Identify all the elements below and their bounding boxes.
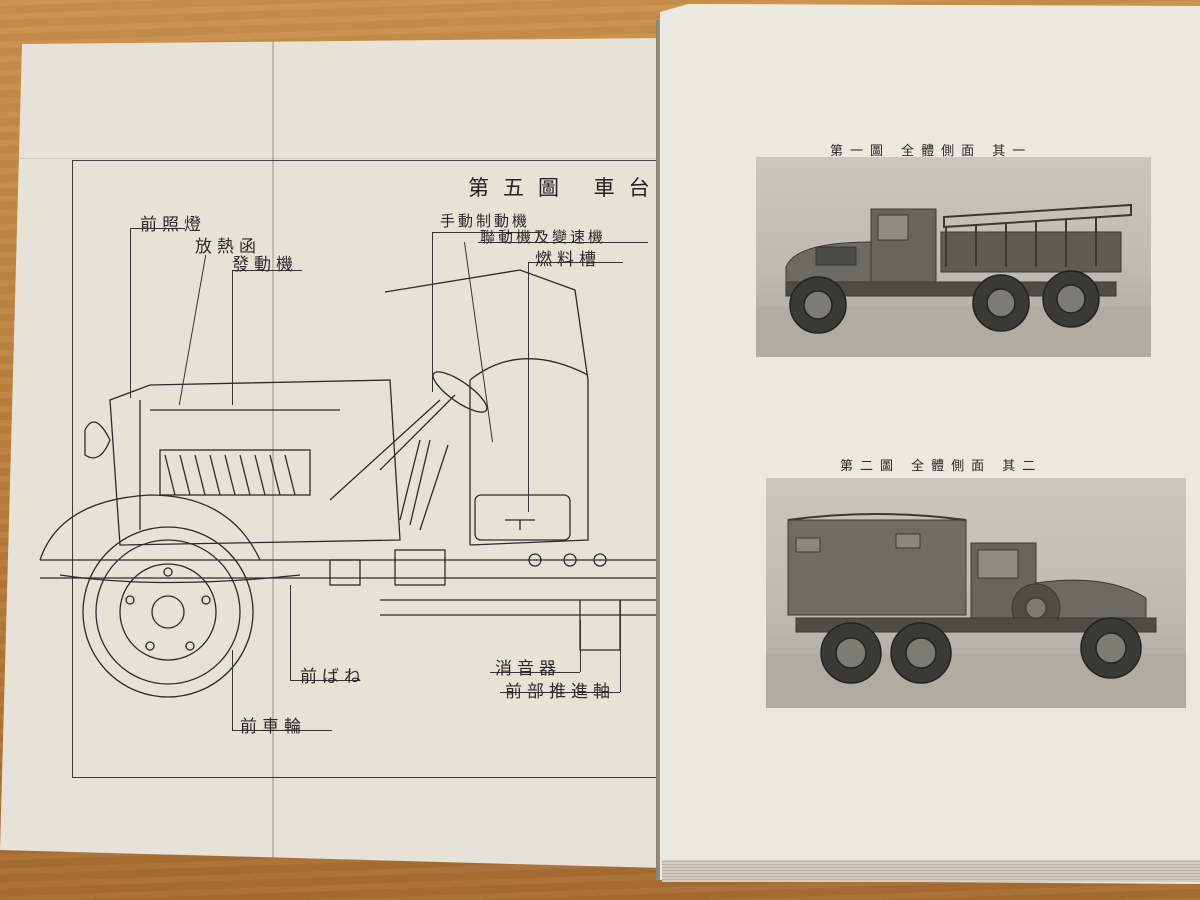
figure-title: 第五圖 車台 — [468, 176, 664, 200]
truck-1-illustration — [756, 203, 1151, 357]
leader-line — [620, 600, 621, 692]
label-hand-brake: 手動制動機 — [440, 212, 531, 230]
leader-line — [528, 262, 529, 512]
truck-2-illustration — [766, 513, 1186, 708]
leader-line — [232, 270, 302, 271]
leader-line — [232, 730, 332, 731]
photo-page — [660, 4, 1200, 884]
figure2-caption: 第二圖 全體側面 其二 — [840, 459, 1043, 474]
label-radiator: 放熱函 — [195, 237, 261, 257]
diagram-frame — [72, 160, 663, 778]
chassis-diagram-page — [0, 38, 662, 868]
leader-line — [478, 242, 648, 243]
leader-line — [130, 228, 185, 229]
label-headlamp: 前照燈 — [140, 215, 206, 235]
label-clutch-gearbox: 聯動機及變速機 — [480, 228, 607, 246]
leader-line — [528, 262, 623, 263]
leader-line — [490, 672, 580, 673]
leader-line — [500, 692, 620, 693]
leader-line — [130, 228, 131, 398]
leader-line — [232, 650, 233, 730]
leader-line — [432, 232, 433, 392]
label-fuel-tank: 燃料槽 — [535, 250, 601, 270]
label-engine: 發動機 — [232, 255, 298, 275]
figure1-caption: 第一圖 全體側面 其一 — [830, 144, 1033, 159]
page-fold — [272, 38, 274, 868]
chassis-drawing — [39, 269, 660, 698]
label-front-propeller-shaft: 前部推進軸 — [505, 682, 615, 702]
leader-line — [232, 270, 233, 405]
label-muffler: 消音器 — [495, 659, 561, 679]
leader-line — [432, 232, 542, 233]
truck-photo-1 — [756, 157, 1151, 357]
page-stack — [662, 860, 1200, 882]
label-front-wheel: 前車輪 — [240, 717, 306, 737]
truck-photo-2 — [766, 478, 1186, 708]
label-front-spring: 前ばね — [300, 667, 366, 687]
leader-line — [290, 585, 291, 680]
leader-line — [580, 620, 581, 672]
page-fold — [0, 158, 662, 159]
leader-line — [290, 680, 360, 681]
